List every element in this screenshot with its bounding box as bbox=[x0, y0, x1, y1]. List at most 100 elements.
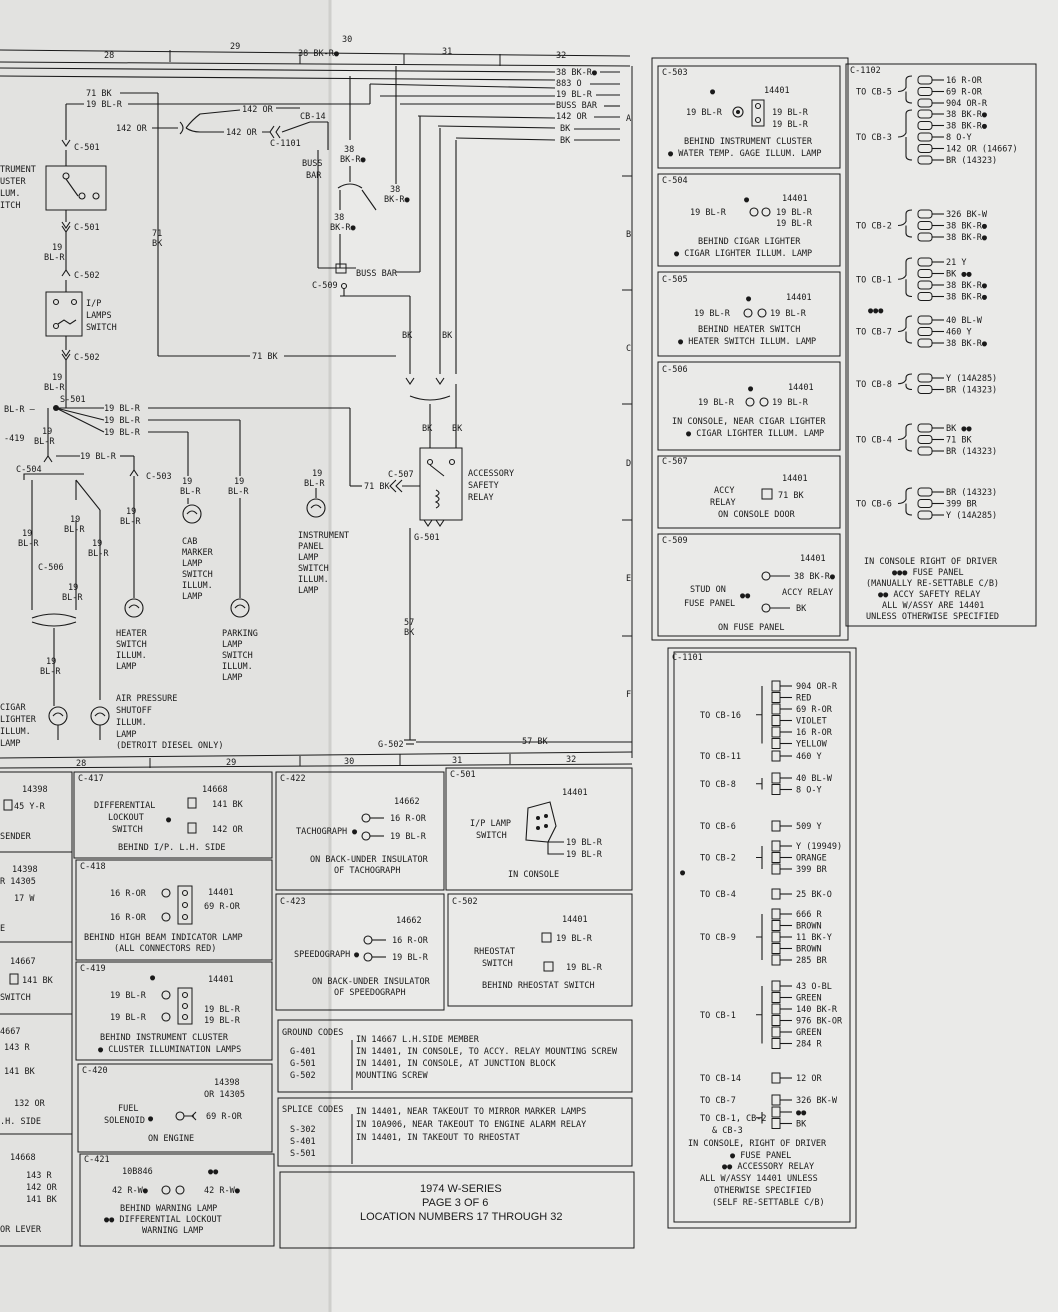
svg-text:14398: 14398 bbox=[12, 865, 38, 875]
svg-text:SWITCH: SWITCH bbox=[0, 993, 31, 1003]
label-ipl-1: INSTRUMENT bbox=[298, 531, 349, 541]
svg-text:● CLUSTER ILLUMINATION LAMPS: ● CLUSTER ILLUMINATION LAMPS bbox=[98, 1045, 241, 1055]
bus-label-bk2: BK bbox=[560, 136, 571, 146]
svg-text:16 R-OR: 16 R-OR bbox=[392, 936, 429, 946]
label-bkr-b: BK-R● bbox=[384, 195, 410, 205]
svg-text:C-507: C-507 bbox=[662, 457, 688, 467]
c1101-wire-label: 399 BR bbox=[796, 865, 828, 875]
label-blr-h: BL-R bbox=[62, 593, 83, 603]
c1102-wire-label: BR (14323) bbox=[946, 386, 997, 396]
c1101-wire-label: 25 BK-O bbox=[796, 890, 832, 900]
svg-text:141 BK: 141 BK bbox=[4, 1067, 36, 1077]
left-page-shade bbox=[0, 0, 330, 1312]
c1102-note-4: ●● ACCY SAFETY RELAY bbox=[878, 590, 980, 600]
svg-text:G-401: G-401 bbox=[290, 1047, 316, 1057]
title-line-2: PAGE 3 OF 6 bbox=[422, 1197, 488, 1209]
label-19-k: 19 bbox=[234, 477, 244, 487]
grid-top-30: 30 bbox=[342, 35, 352, 45]
label-c509: C-509 bbox=[312, 281, 338, 291]
svg-text:C-506: C-506 bbox=[662, 365, 688, 375]
bus-label-142or: 142 OR bbox=[556, 112, 588, 122]
bus-lines: 38 BK-R● 883 O 19 BL-R BUSS BAR 142 OR B… bbox=[0, 49, 620, 146]
c1101-wire-label: 460 Y bbox=[796, 752, 822, 762]
svg-text:IN 14401, IN TAKEOUT TO RHEOST: IN 14401, IN TAKEOUT TO RHEOSTAT bbox=[356, 1133, 520, 1143]
svg-text:●●: ●● bbox=[208, 1167, 219, 1177]
label-relay-3: RELAY bbox=[468, 493, 494, 503]
svg-text:R 14305: R 14305 bbox=[0, 877, 36, 887]
accessory-safety-relay bbox=[419, 447, 463, 521]
ground-title: GROUND CODES bbox=[282, 1028, 343, 1038]
label-19blr-s2: 19 BL-R bbox=[104, 416, 141, 426]
label-instr-cluster-4: ITCH bbox=[0, 201, 20, 211]
svg-text:OR LEVER: OR LEVER bbox=[0, 1225, 42, 1235]
label-park-3: SWITCH bbox=[222, 651, 253, 661]
label-blr-g: BL-R bbox=[88, 549, 109, 559]
svg-text:SWITCH: SWITCH bbox=[112, 825, 143, 835]
svg-text:IN 14667 L.H.SIDE MEMBER: IN 14667 L.H.SIDE MEMBER bbox=[356, 1035, 480, 1045]
label-57-bk: BK bbox=[404, 628, 415, 638]
label-park-4: ILLUM. bbox=[222, 662, 253, 672]
svg-text:SENDER: SENDER bbox=[0, 832, 32, 842]
label-19blr-top: 19 BL-R bbox=[86, 100, 123, 110]
label-bkr-a: BK-R● bbox=[340, 155, 366, 165]
right-page-shade bbox=[330, 0, 1058, 1312]
c1101-wire-label: 8 O-Y bbox=[796, 786, 822, 796]
c1102-wire-label: BR (14323) bbox=[946, 156, 997, 166]
label-ipl-2: PANEL bbox=[298, 542, 324, 552]
label-19-g: 19 bbox=[92, 539, 102, 549]
c1101-note-4: ALL W/ASSY 14401 UNLESS bbox=[700, 1174, 818, 1184]
c1102-wire-label: 71 BK bbox=[946, 436, 972, 446]
svg-text:STUD ON: STUD ON bbox=[690, 585, 726, 595]
svg-text:16 R-OR: 16 R-OR bbox=[110, 889, 147, 899]
c1101-wire-label: 16 R-OR bbox=[796, 728, 833, 738]
bottom-left-connectors: 14398 45 Y-R SENDER 14398 R 14305 17 W E… bbox=[0, 771, 73, 1247]
svg-text:42 R-W●: 42 R-W● bbox=[112, 1186, 149, 1196]
label-57bk-bottom: 57 BK bbox=[522, 737, 548, 747]
c1101-wire-label: 666 R bbox=[796, 910, 822, 920]
label-g502: G-502 bbox=[378, 740, 404, 750]
c1102-wire-label: BR (14323) bbox=[946, 447, 997, 457]
instrument-cluster-switch bbox=[45, 165, 107, 211]
svg-text:4667: 4667 bbox=[0, 1027, 20, 1037]
svg-text:● CIGAR LIGHTER ILLUM. LAMP: ● CIGAR LIGHTER ILLUM. LAMP bbox=[674, 249, 812, 259]
svg-text:ON CONSOLE DOOR: ON CONSOLE DOOR bbox=[718, 510, 796, 520]
c1102-note-6: UNLESS OTHERWISE SPECIFIED bbox=[866, 612, 999, 622]
label-buss: BUSS bbox=[302, 159, 322, 169]
svg-text:C-422: C-422 bbox=[280, 774, 306, 784]
right-connector-column: C-503 14401 ● 19 BL-R 19 BL-R 19 BL-R BE… bbox=[651, 57, 849, 641]
svg-text:SWITCH: SWITCH bbox=[476, 831, 507, 841]
c1101-wire-label: GREEN bbox=[796, 1028, 822, 1038]
c1102-wire-label: 38 BK-R● bbox=[946, 233, 988, 243]
svg-text:●● DIFFERENTIAL LOCKOUT: ●● DIFFERENTIAL LOCKOUT bbox=[104, 1215, 222, 1225]
svg-text:19 BL-R: 19 BL-R bbox=[698, 398, 735, 408]
label-19-l: 19 bbox=[312, 469, 322, 479]
svg-text:S-501: S-501 bbox=[290, 1149, 316, 1159]
svg-text:38 BK-R●: 38 BK-R● bbox=[794, 572, 836, 582]
label-air-2: SHUTOFF bbox=[116, 706, 152, 716]
svg-text:14401: 14401 bbox=[800, 554, 826, 564]
title-line-3: LOCATION NUMBERS 17 THROUGH 32 bbox=[360, 1211, 563, 1223]
svg-text:G-501: G-501 bbox=[290, 1059, 316, 1069]
svg-text:19 BL-R: 19 BL-R bbox=[566, 838, 603, 848]
label-19-c: 19 bbox=[42, 427, 52, 437]
c1101-note-1: IN CONSOLE, RIGHT OF DRIVER bbox=[688, 1139, 827, 1149]
label-cb14: CB-14 bbox=[300, 112, 326, 122]
grid-top-29: 29 bbox=[230, 42, 240, 52]
svg-text:C-419: C-419 bbox=[80, 964, 106, 974]
label-cab-1: CAB bbox=[182, 537, 197, 547]
label-19-b: 19 bbox=[52, 373, 62, 383]
c1101-group-label: TO CB-1 bbox=[700, 1011, 736, 1021]
instrument-panel-lamp bbox=[306, 498, 326, 518]
label-ip-3: SWITCH bbox=[86, 323, 117, 333]
label-instr-cluster-3: LUM. bbox=[0, 189, 20, 199]
svg-text:IN 14401, NEAR TAKEOUT TO MIRR: IN 14401, NEAR TAKEOUT TO MIRROR MARKER … bbox=[356, 1107, 586, 1117]
label-19-a: 19 bbox=[52, 243, 62, 253]
svg-text:DIFFERENTIAL: DIFFERENTIAL bbox=[94, 801, 155, 811]
label-19-h: 19 bbox=[68, 583, 78, 593]
c1101-wire-label: GREEN bbox=[796, 994, 822, 1004]
svg-text:142 OR: 142 OR bbox=[26, 1183, 58, 1193]
conn-c421: C-421 10B846 ●● 42 R-W● 42 R-W● BEHIND W… bbox=[79, 1153, 275, 1247]
svg-text:14662: 14662 bbox=[394, 797, 420, 807]
